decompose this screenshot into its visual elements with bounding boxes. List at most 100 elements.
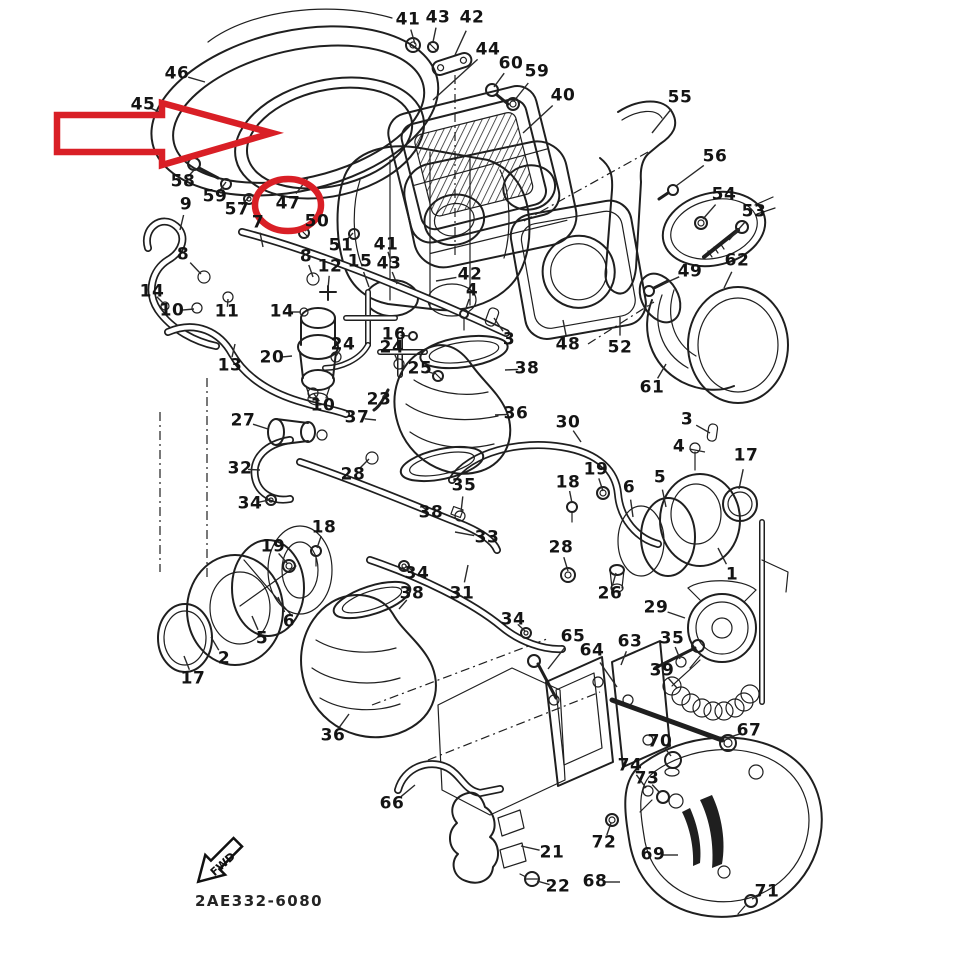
- air-cleaner-case: [509, 199, 647, 340]
- leader-line-1: [717, 547, 728, 565]
- leader-line-65: [547, 647, 565, 670]
- leader-line-6: [629, 499, 634, 518]
- leader-line-35: [674, 646, 681, 660]
- air-intake-joint-61-62: [638, 190, 789, 404]
- leader-line-19: [598, 478, 604, 492]
- air-induction-valve-20: [297, 307, 339, 406]
- leader-line-15: [362, 271, 370, 288]
- red-arrow-annotation: [53, 98, 284, 170]
- red-annotations: [53, 98, 325, 235]
- leader-line-51: [345, 232, 354, 242]
- leader-line-37: [364, 418, 377, 421]
- leader-line-3: [695, 424, 711, 434]
- leader-line-6: [277, 596, 286, 613]
- leader-line-12: [327, 275, 330, 290]
- leader-line-30: [572, 430, 582, 443]
- construction-lines: [159, 75, 655, 761]
- leader-line-10: [313, 393, 320, 402]
- leader-line-66: [400, 784, 416, 797]
- leader-line-18: [568, 490, 573, 504]
- leader-line-21: [520, 845, 540, 851]
- leader-line-22: [536, 880, 550, 886]
- leader-line-72: [606, 822, 612, 836]
- bracket-66: [394, 760, 504, 798]
- leader-line-9: [179, 214, 185, 231]
- leader-line-17: [183, 655, 191, 671]
- leader-line-32: [247, 468, 261, 471]
- leader-line-67: [726, 733, 741, 739]
- leader-line-29: [667, 611, 686, 619]
- intake-joint-right: [617, 423, 789, 705]
- coiled-hose-39: [662, 659, 760, 721]
- leader-line-40: [522, 104, 554, 134]
- air-cleaner-duct: [403, 140, 578, 269]
- leader-line-38: [504, 368, 519, 371]
- leader-line-60: [493, 72, 505, 88]
- breather-pipes: [142, 217, 662, 654]
- leader-line-25: [425, 370, 436, 375]
- leader-line-14: [156, 296, 165, 305]
- reed-valve-plates: [437, 639, 705, 816]
- leader-line-26: [611, 572, 617, 586]
- leader-line-55: [651, 108, 672, 134]
- leader-line-27: [252, 423, 269, 430]
- leader-line-64: [599, 662, 618, 688]
- leader-line-71: [751, 894, 762, 900]
- leader-line-53: [728, 221, 746, 241]
- leader-line-73: [651, 784, 661, 794]
- leader-line-5: [251, 615, 259, 631]
- leader-lines: [149, 27, 762, 900]
- leader-line-41: [410, 29, 416, 45]
- leader-line-61: [656, 363, 667, 379]
- leader-line-31: [463, 564, 469, 583]
- leader-line-62: [723, 271, 733, 289]
- leader-line-46: [188, 76, 206, 83]
- leader-line-59: [513, 82, 529, 102]
- leader-line-39: [667, 677, 678, 689]
- diagram-code: 2AE332-6080: [195, 892, 323, 910]
- leader-line-3: [493, 317, 504, 332]
- leader-line-11: [226, 298, 229, 307]
- leader-line-56: [675, 164, 705, 187]
- fuel-pump-29: [687, 580, 757, 669]
- leader-line-54: [702, 204, 717, 220]
- leader-line-57: [241, 196, 250, 206]
- leader-line-4: [464, 298, 470, 312]
- leader-line-28: [358, 458, 370, 470]
- leader-line-18: [316, 535, 322, 549]
- leader-line-8: [308, 264, 314, 278]
- leader-line-8: [189, 262, 202, 275]
- leader-line-70: [663, 747, 672, 757]
- carburetor-joint-upper: [393, 334, 512, 483]
- leader-line-34: [517, 623, 526, 632]
- leader-line-34: [405, 565, 414, 572]
- leader-line-38: [420, 505, 428, 511]
- leader-line-36: [494, 413, 508, 416]
- leader-line-41: [387, 251, 392, 263]
- intake-joint-left: [157, 525, 333, 673]
- leader-line-63: [620, 650, 628, 666]
- side-cover-68-69: [624, 736, 823, 918]
- leader-line-19: [278, 552, 288, 564]
- leader-line-17: [738, 469, 744, 490]
- leader-line-36: [338, 713, 350, 728]
- leader-line-16: [400, 334, 411, 337]
- leader-line-4: [689, 448, 706, 453]
- leader-line-59: [218, 181, 227, 192]
- leader-line-44: [432, 58, 479, 101]
- fwd-marker: FWD: [196, 836, 244, 884]
- leader-line-24: [393, 353, 399, 363]
- leader-line-33: [454, 531, 475, 537]
- leader-line-5: [661, 489, 667, 508]
- leader-line-34: [257, 499, 270, 504]
- leader-line-74: [635, 774, 647, 789]
- case-seal: [234, 76, 425, 200]
- red-circle-annotation: [251, 175, 325, 235]
- carburetor-joint-lower: [300, 580, 437, 739]
- leader-line-43: [391, 271, 398, 285]
- leader-line-38: [398, 599, 408, 610]
- leader-line-23: [382, 391, 389, 398]
- leader-line-35: [460, 496, 464, 513]
